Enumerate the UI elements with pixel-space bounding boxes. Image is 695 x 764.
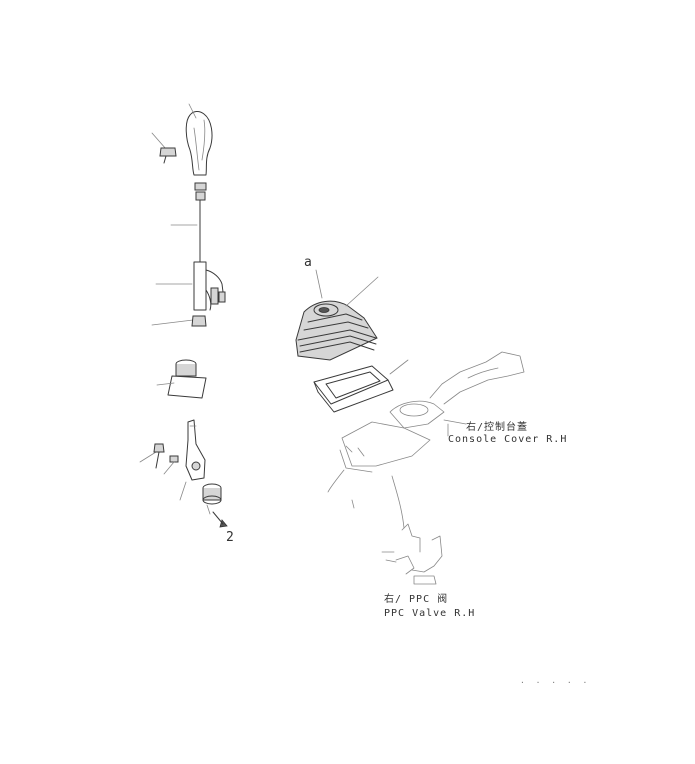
console-cover-label-en: Console Cover R.H <box>448 434 568 445</box>
gasket-plate <box>313 359 409 413</box>
lever-rod <box>155 199 226 311</box>
callout-a: a <box>304 255 312 270</box>
knob-nut <box>194 182 207 201</box>
console-cover <box>327 351 525 529</box>
ppc-valve <box>381 523 443 585</box>
lever-boot <box>156 359 207 399</box>
bracket-bolts <box>139 443 179 475</box>
bottom-collar <box>202 483 228 528</box>
bellows-boot <box>295 269 379 361</box>
knob-screw <box>151 132 177 164</box>
lever-knob <box>185 103 213 176</box>
rod-nut <box>151 315 207 327</box>
drawing-reference: · · · · · <box>520 678 591 687</box>
callout-2: 2 <box>226 530 234 545</box>
ppc-valve-label-en: PPC Valve R.H <box>384 608 476 619</box>
lever-bracket <box>179 419 206 501</box>
console-cover-label-jp: 右/控制台蓋 <box>466 422 529 433</box>
ppc-valve-label-top: 右/ PPC 阀 <box>384 594 449 605</box>
